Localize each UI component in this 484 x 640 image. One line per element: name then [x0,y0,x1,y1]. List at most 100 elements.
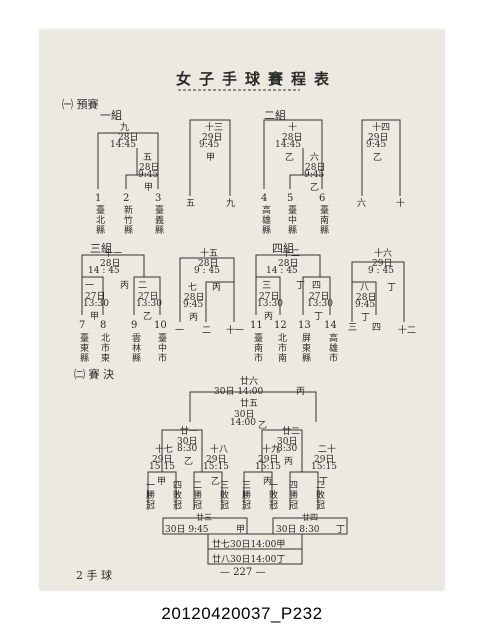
final-19-side: 丙 [263,477,273,487]
match-8-time: 9:45 [355,300,376,310]
final-18-no: 十八 [210,445,229,455]
final-21-side: 乙 [184,457,194,467]
final-24-side: 丁 [336,525,346,535]
final-17-no: 十七 [155,445,174,455]
final-21-no: 廿一 [180,427,199,437]
match-9-no: 九 [120,123,130,133]
match-12-time: 14 : 45 [266,266,298,276]
match-3-side: 丙 [264,312,274,322]
match-16-no: 十六 [374,249,393,259]
team-13-name: 屏東縣 [300,333,310,363]
match-16-time: 9 : 45 [368,266,394,276]
team-6-name: 臺南縣 [318,205,328,235]
match-7-no: 七 [188,283,198,293]
final-17-date: 29日 [152,455,173,465]
team-11-no: 11 [250,320,263,331]
result-label: 二敗冠 [314,480,324,510]
final-19-date: 29日 [258,455,279,465]
match-16-date: 29日 [372,259,393,269]
team-14-name: 高雄市 [327,333,337,363]
final-23-text: 30日 9:45 [165,525,209,535]
match-16-side: 丁 [387,283,397,293]
final-22-side: 丙 [284,457,294,467]
final-21-date: 30日 [177,437,198,447]
final-24-text: 30日 8:30 [276,525,320,535]
final-17-side: 甲 [157,477,167,487]
match-7-side: 丙 [189,313,199,323]
bye-6: 六 [357,199,367,209]
match-14-side: 乙 [373,153,383,163]
match-8-side: 丁 [361,313,371,323]
match-10-time: 14:45 [275,140,301,150]
match-13-no: 十三 [205,123,224,133]
match-15-no: 十五 [200,249,219,259]
match-7-date: 28日 [184,293,205,303]
match-5-side: 甲 [144,183,154,193]
page-title: 女子手球賽程表 [176,70,338,88]
document-page [40,30,444,590]
group-1-label: 一組 [100,109,122,122]
match-15-side: 丙 [212,283,222,293]
section-final-label: ㈡ 賽 決 [74,368,114,381]
team-6-no: 6 [319,193,326,204]
bye-10: 十 [396,199,406,209]
match-1-date: 27日 [85,292,106,302]
group-2-label: 二組 [264,109,286,122]
team-12-no: 12 [274,320,287,331]
match-14-time: 9:45 [366,140,387,150]
match-3-time: 13:30 [257,299,283,309]
match-6-time: 9:45 [304,170,325,180]
match-10-date: 28日 [282,133,303,143]
final-26-side: 丙 [296,387,306,397]
match-13-date: 29日 [202,133,223,143]
match-15-time: 9 : 45 [194,266,220,276]
match-14-date: 29日 [368,133,389,143]
match-11-side: 丙 [120,281,130,291]
final-26-text: 30日 14:00 [214,387,264,397]
footer-label: 2 手 球 [76,569,112,582]
bye-2: 二 [202,326,212,336]
team-7-name: 臺東縣 [78,333,88,363]
match-10-side: 乙 [285,153,295,163]
match-5-date: 28日 [139,163,160,173]
final-18-time: 15:15 [203,462,229,472]
match-11-date: 28日 [100,259,121,269]
match-2-time: 13:30 [136,299,162,309]
match-5-time: 9:45 [138,170,159,180]
match-10-no: 十 [288,123,298,133]
page-number: — 227 — [220,567,266,578]
final-17-time: 15:15 [149,462,175,472]
match-12-no: 十二 [282,249,301,259]
team-8-name: 北市東 [99,333,109,363]
match-14-no: 十四 [372,123,391,133]
match-11-time: 14 : 45 [88,266,120,276]
result-label: 一勝冠 [144,480,154,510]
bye-9: 九 [226,199,236,209]
team-4-no: 4 [261,193,268,204]
final-20-time: 15:15 [311,462,337,472]
final-24-no: 廿四 [302,513,318,522]
final-20-no: 二十 [318,445,337,455]
match-8-no: 八 [360,283,370,293]
match-4-time: 13:30 [307,299,333,309]
match-9-date: 28日 [118,133,139,143]
final-20-date: 29日 [314,455,335,465]
match-3-date: 27日 [259,292,280,302]
team-13-no: 13 [298,320,311,331]
team-11-name: 臺南市 [252,333,262,363]
team-5-no: 5 [287,193,294,204]
team-10-name: 臺中市 [156,333,166,363]
team-4-name: 高雄縣 [260,205,270,235]
final-25-side: 乙 [258,421,268,431]
team-7-no: 7 [79,320,86,331]
match-5-no: 五 [143,153,153,163]
team-12-name: 北市南 [276,333,286,363]
bye-11: 十一 [226,326,245,336]
final-26-no: 廿六 [240,377,259,387]
match-2-no: 二 [138,281,148,291]
team-10-no: 10 [154,320,167,331]
final-25-no: 廿五 [240,399,259,409]
group-4-label: 四組 [272,242,294,255]
final-27-text: 廿七30日14:00甲 [212,540,286,550]
